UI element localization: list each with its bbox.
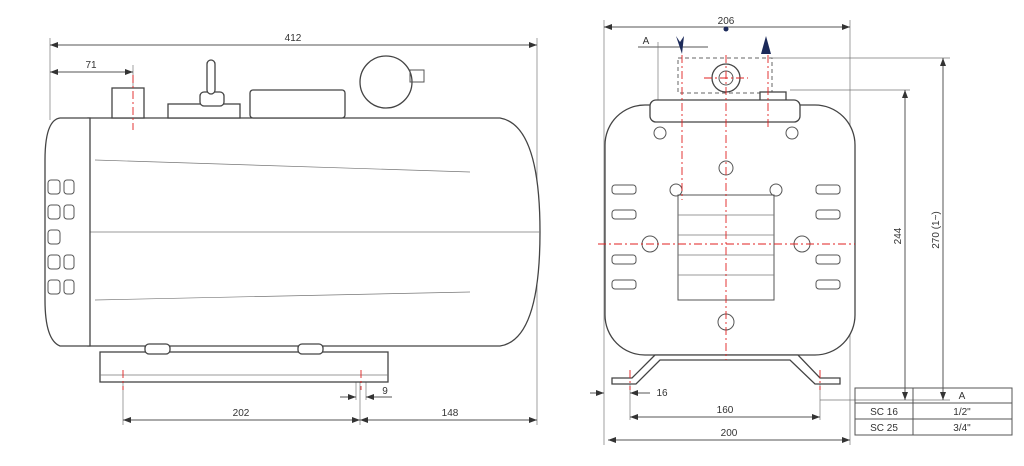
inlet-port: [111, 87, 145, 119]
dim-label: 206: [718, 16, 735, 27]
dimension-9: 9: [340, 386, 392, 400]
table-header-a: A: [959, 391, 966, 402]
dim-label: 16: [656, 388, 668, 399]
dim-label: 9: [382, 386, 388, 397]
pump-housing: [604, 104, 856, 356]
dim-label: 412: [285, 33, 302, 44]
dimension-270: 270 (1~): [931, 58, 946, 400]
table-cell-size: 3/4": [953, 423, 971, 434]
inlet-arrow-icon: [676, 36, 684, 54]
dim-label: 160: [717, 405, 734, 416]
dim-label: 71: [85, 60, 97, 71]
terminal-box: [249, 89, 346, 119]
dimension-206: 206: [604, 16, 850, 32]
dimension-71: 71: [50, 60, 133, 75]
dim-label: 270 (1~): [931, 211, 942, 249]
cooling-fins: [47, 179, 75, 295]
base-frame: [99, 351, 389, 383]
dimension-244: 244: [893, 90, 908, 400]
table-cell-model: SC 16: [870, 407, 898, 418]
dim-label: 202: [233, 408, 250, 419]
dim-label: 200: [721, 428, 738, 439]
exhaust-filter: [359, 55, 413, 109]
dimension-160: 160: [630, 405, 820, 420]
dim-label: 244: [893, 227, 904, 244]
dimension-A: A: [638, 36, 708, 110]
table-cell-size: 1/2": [953, 407, 971, 418]
port-envelope: [677, 57, 773, 94]
front-view: 206 A 270 (1~) 244 16 160 200: [590, 16, 950, 445]
outlet-arrow-icon: [761, 36, 771, 54]
handle: [206, 59, 216, 95]
side-view: 412 71 202 148 9: [44, 33, 541, 425]
table-cell-model: SC 25: [870, 423, 898, 434]
dimension-200: 200: [608, 428, 850, 443]
dim-label: A: [643, 36, 650, 47]
dimension-412: 412: [50, 33, 537, 48]
dimension-202: 202: [123, 408, 360, 423]
dimension-16: 16: [590, 388, 668, 399]
port-size-table: A SC 16 1/2" SC 25 3/4": [854, 387, 1013, 436]
side-fins: [611, 184, 841, 290]
dim-label: 148: [442, 408, 459, 419]
end-cover: [44, 117, 91, 347]
dimension-148: 148: [360, 408, 537, 423]
